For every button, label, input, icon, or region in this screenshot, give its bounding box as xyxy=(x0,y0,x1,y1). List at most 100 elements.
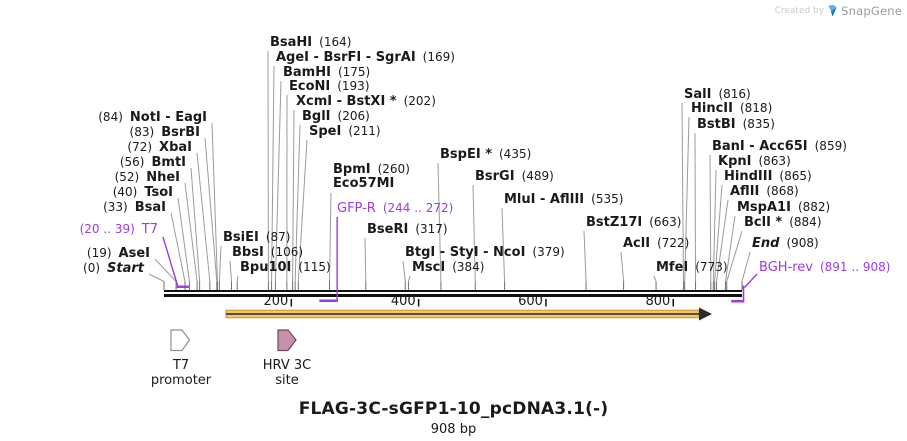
enzyme-name: NheI xyxy=(146,170,180,185)
site-position: (84) xyxy=(98,110,123,124)
enzyme-label-end: End(908) xyxy=(752,236,819,251)
connector-line xyxy=(177,197,190,282)
site-position: (244 .. 272) xyxy=(382,201,454,215)
site-position: (20 .. 39) xyxy=(79,222,135,236)
legend-hrv-3c-site: HRV 3C site xyxy=(250,329,324,388)
site-position: (87) xyxy=(265,230,291,244)
connector-line xyxy=(170,212,186,282)
enzyme-name: AflII xyxy=(730,184,760,199)
ruler-number: 200 xyxy=(263,294,289,309)
enzyme-label-econi: EcoNI(193) xyxy=(289,79,370,94)
enzyme-label-mfei: MfeI (773) xyxy=(656,260,728,275)
site-position: (206) xyxy=(337,109,370,123)
enzyme-label-bmti: (56)BmtI xyxy=(120,155,186,170)
site-position: (868) xyxy=(766,184,799,198)
enzyme-name: NotI - EagI xyxy=(129,110,207,125)
snapgene-logo-icon xyxy=(828,5,837,17)
enzyme-label-xcmi-bstxi-: XcmI - BstXI *(202) xyxy=(296,94,436,109)
enzyme-label-bbsi: BbsI(106) xyxy=(232,245,303,260)
site-position: (816) xyxy=(718,87,751,101)
connector-line xyxy=(292,109,295,282)
primer-label-t7: (20 .. 39) T7 xyxy=(80,222,158,237)
enzyme-name: HincII xyxy=(691,101,733,116)
site-position: (52) xyxy=(114,170,140,184)
enzyme-name: BmtI xyxy=(151,155,186,170)
enzyme-name: BsaI xyxy=(134,200,166,215)
enzyme-label-bgli: BglI(206) xyxy=(302,109,370,124)
connector-line xyxy=(184,182,198,282)
site-position: (19) xyxy=(86,246,112,260)
enzyme-name: BbsI xyxy=(232,245,264,260)
ruler-number: 400 xyxy=(390,294,416,309)
site-position: (175) xyxy=(337,65,371,79)
enzyme-label-bpu10i: Bpu10I(115) xyxy=(240,260,331,275)
enzyme-name: XbaI xyxy=(159,140,192,155)
connector-line xyxy=(694,132,697,282)
connector-line xyxy=(402,260,406,282)
site-position: (317) xyxy=(415,222,448,236)
enzyme-label-start: (0)Start xyxy=(83,261,144,276)
enzyme-name: EcoNI xyxy=(289,79,331,94)
enzyme-name: MluI - AflIII xyxy=(504,192,585,207)
site-position: (83) xyxy=(129,125,155,139)
hrv-3c-glyph-icon xyxy=(277,329,297,352)
watermark-created-by: Created by xyxy=(774,6,825,16)
enzyme-name: MscI xyxy=(412,260,446,275)
enzyme-label-xbai: (72) XbaI xyxy=(127,140,192,155)
site-position: (863) xyxy=(758,154,791,168)
primer-label-gfp-r: GFP-R(244 .. 272) xyxy=(337,201,453,216)
enzyme-name: MfeI xyxy=(656,260,689,275)
enzyme-label-bsahi: BsaHI(164) xyxy=(270,35,351,50)
hrv-3c-label: HRV 3C site xyxy=(262,358,312,388)
connector-line xyxy=(218,245,222,282)
connector-line xyxy=(407,275,411,282)
primer-label-bgh-rev: BGH-rev(891 .. 908) xyxy=(759,260,890,275)
site-position: (33) xyxy=(103,200,128,214)
enzyme-label-bsai: (33) BsaI xyxy=(103,200,166,215)
enzyme-label-bstbi: BstBI(835) xyxy=(697,117,775,132)
site-position: (535) xyxy=(591,192,624,206)
connector-line xyxy=(364,237,367,282)
connector-line xyxy=(684,116,690,282)
title-block: FLAG-3C-sGFP1-10_pcDNA3.1(-) 908 bp xyxy=(0,399,907,437)
primer-connector xyxy=(162,236,179,287)
connector-line xyxy=(741,251,751,282)
enzyme-name: BamHI xyxy=(283,65,331,80)
site-position: (115) xyxy=(298,260,331,274)
enzyme-name: BsaHI xyxy=(270,35,313,50)
site-position: (773) xyxy=(695,260,728,274)
sequence-line-bottom xyxy=(164,294,742,297)
enzyme-label-kpni: KpnI(863) xyxy=(718,154,791,169)
site-position: (884) xyxy=(789,215,822,229)
connector-line xyxy=(712,169,717,282)
primer-name: T7 xyxy=(141,222,158,237)
enzyme-name: SpeI xyxy=(309,124,342,139)
enzyme-label-bsiei: BsiEI(87) xyxy=(223,230,290,245)
enzyme-name: AseI xyxy=(118,246,150,261)
enzyme-name: XcmI - BstXI * xyxy=(296,94,397,109)
primer-bar xyxy=(176,285,189,288)
enzyme-label-btgi-styi-ncoi: BtgI - StyI - NcoI(379) xyxy=(405,245,565,260)
sequence-line-top xyxy=(164,290,742,292)
site-position: (379) xyxy=(532,245,565,259)
map-title: FLAG-3C-sGFP1-10_pcDNA3.1(-) xyxy=(298,399,609,419)
enzyme-name: BpmI xyxy=(333,162,371,177)
enzyme-label-bspei-: BspEI *(435) xyxy=(440,147,531,162)
snapgene-watermark: Created by SnapGene xyxy=(775,4,902,18)
site-position: (72) xyxy=(127,140,153,154)
site-position: (435) xyxy=(499,147,532,161)
ruler-number: 800 xyxy=(645,294,671,309)
enzyme-label-hincii: HincII(818) xyxy=(691,101,772,116)
connector-line xyxy=(190,167,201,282)
connector-line xyxy=(329,192,332,282)
enzyme-label-bsrbi: (83)BsrBI xyxy=(130,125,200,140)
site-position: (0) xyxy=(83,261,101,275)
connector-line xyxy=(583,230,587,282)
enzyme-name: BanI - Acc65I xyxy=(712,139,808,154)
enzyme-label-noti-eagi: (84) NotI - EagI xyxy=(98,110,207,125)
enzyme-label-mlui-afliii: MluI - AflIII (535) xyxy=(504,192,623,207)
watermark-brand: SnapGene xyxy=(841,4,902,18)
enzyme-name: AclI xyxy=(623,236,651,251)
site-position: (384) xyxy=(452,260,485,274)
